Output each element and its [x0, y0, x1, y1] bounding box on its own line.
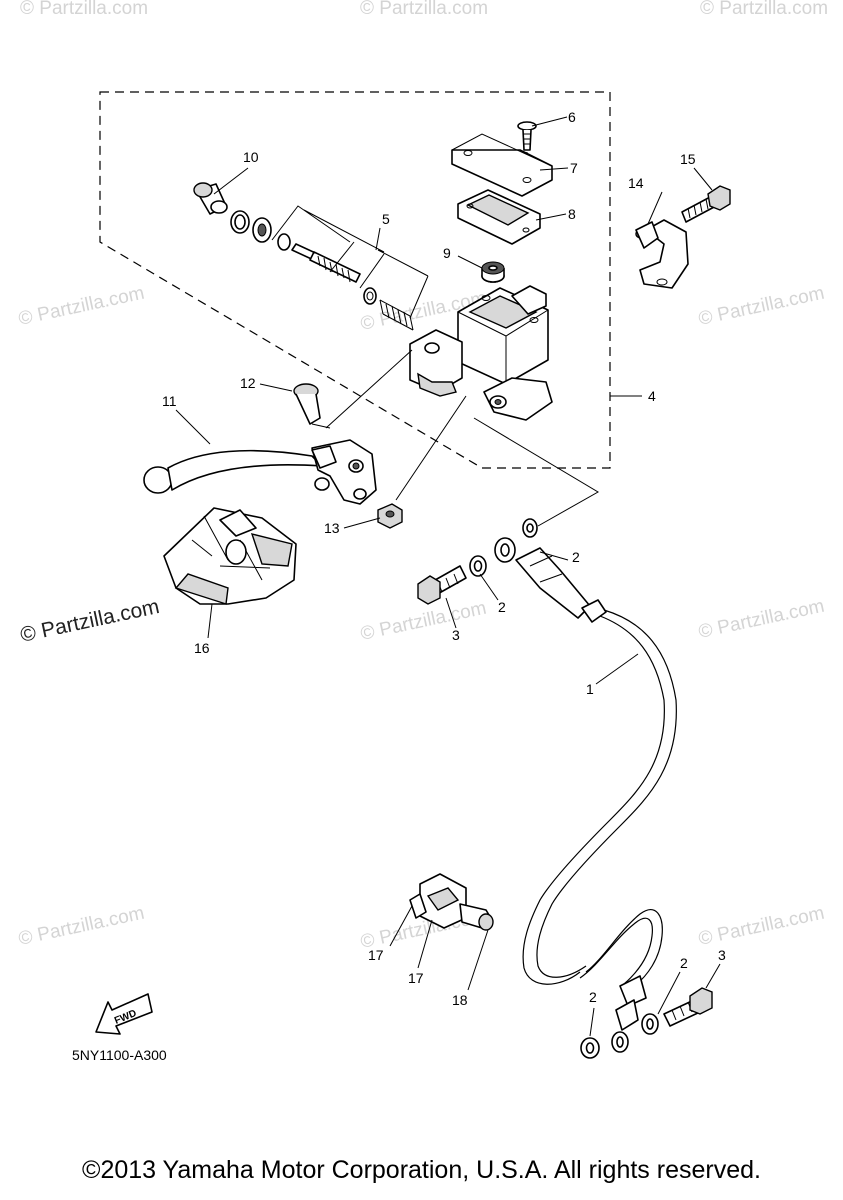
callout-label: 2	[680, 955, 688, 971]
callout-label: 6	[568, 109, 576, 125]
part-hose-guide	[409, 873, 494, 931]
part-brake-hose	[515, 547, 677, 1031]
part-boot	[193, 182, 228, 215]
callout-label: 2	[572, 549, 580, 565]
callout-label: 8	[568, 206, 576, 222]
partzilla-watermark: © Partzilla.com	[18, 595, 161, 647]
callout-labels: 1 2 2 2 2 2 3 3 4 5 6 7 8 9 10 11 12 13 …	[162, 109, 726, 1008]
callout-label: 2	[498, 599, 506, 615]
callout-label: 3	[718, 947, 726, 963]
part-circlip	[230, 210, 250, 234]
watermark: © Partzilla.com	[697, 283, 827, 330]
callout-label: 17	[408, 970, 424, 986]
watermark: © Partzilla.com	[17, 903, 147, 950]
part-screw	[517, 121, 537, 151]
callout-label: 15	[680, 151, 696, 167]
callout-label: 3	[452, 627, 460, 643]
callout-leaders	[175, 116, 721, 1037]
part-crush-washer-group	[469, 518, 659, 1059]
callout-label: 13	[324, 520, 340, 536]
copyright-notice: ©2013 Yamaha Motor Corporation, U.S.A. A…	[82, 1156, 761, 1184]
callout-label: 12	[240, 375, 256, 391]
callout-label: 7	[570, 160, 578, 176]
callout-label: 11	[162, 393, 177, 409]
part-union-bolt-group	[417, 565, 713, 1027]
part-piston-kit	[277, 233, 414, 331]
callout-label: 17	[368, 947, 384, 963]
fwd-arrow-icon: FWD	[95, 993, 153, 1035]
drawing-code: 5NY1100-A300	[72, 1047, 167, 1063]
part-washer	[252, 217, 272, 243]
watermark: © Partzilla.com	[360, 0, 488, 19]
callout-label: 18	[452, 992, 468, 1008]
part-nut	[377, 503, 403, 529]
part-lever-cover	[163, 507, 297, 605]
callout-label: 9	[443, 245, 451, 261]
part-bolt	[681, 185, 731, 223]
callout-label: 16	[194, 640, 210, 656]
part-clamp	[635, 219, 689, 289]
watermark: © Partzilla.com	[697, 903, 827, 950]
watermark: © Partzilla.com	[17, 283, 147, 330]
callout-label: 5	[382, 211, 390, 227]
part-pivot-bolt	[293, 383, 331, 429]
part-bushing	[481, 261, 505, 283]
callout-label: 2	[589, 989, 597, 1005]
watermark: © Partzilla.com	[700, 0, 828, 19]
part-diaphragm	[457, 189, 541, 245]
part-brake-lever	[143, 439, 377, 505]
callout-label: 10	[243, 149, 259, 165]
callout-label: 14	[628, 175, 644, 191]
callout-label: 1	[586, 681, 594, 697]
watermark: © Partzilla.com	[359, 598, 489, 645]
callout-label: 4	[648, 388, 656, 404]
part-master-cylinder	[409, 285, 553, 421]
assembly-boundary	[99, 91, 611, 469]
watermark: © Partzilla.com	[20, 0, 148, 19]
part-reservoir-cap	[451, 133, 553, 197]
watermark: © Partzilla.com	[697, 596, 827, 643]
watermark-group: © Partzilla.com © Partzilla.com © Partzi…	[17, 0, 828, 953]
